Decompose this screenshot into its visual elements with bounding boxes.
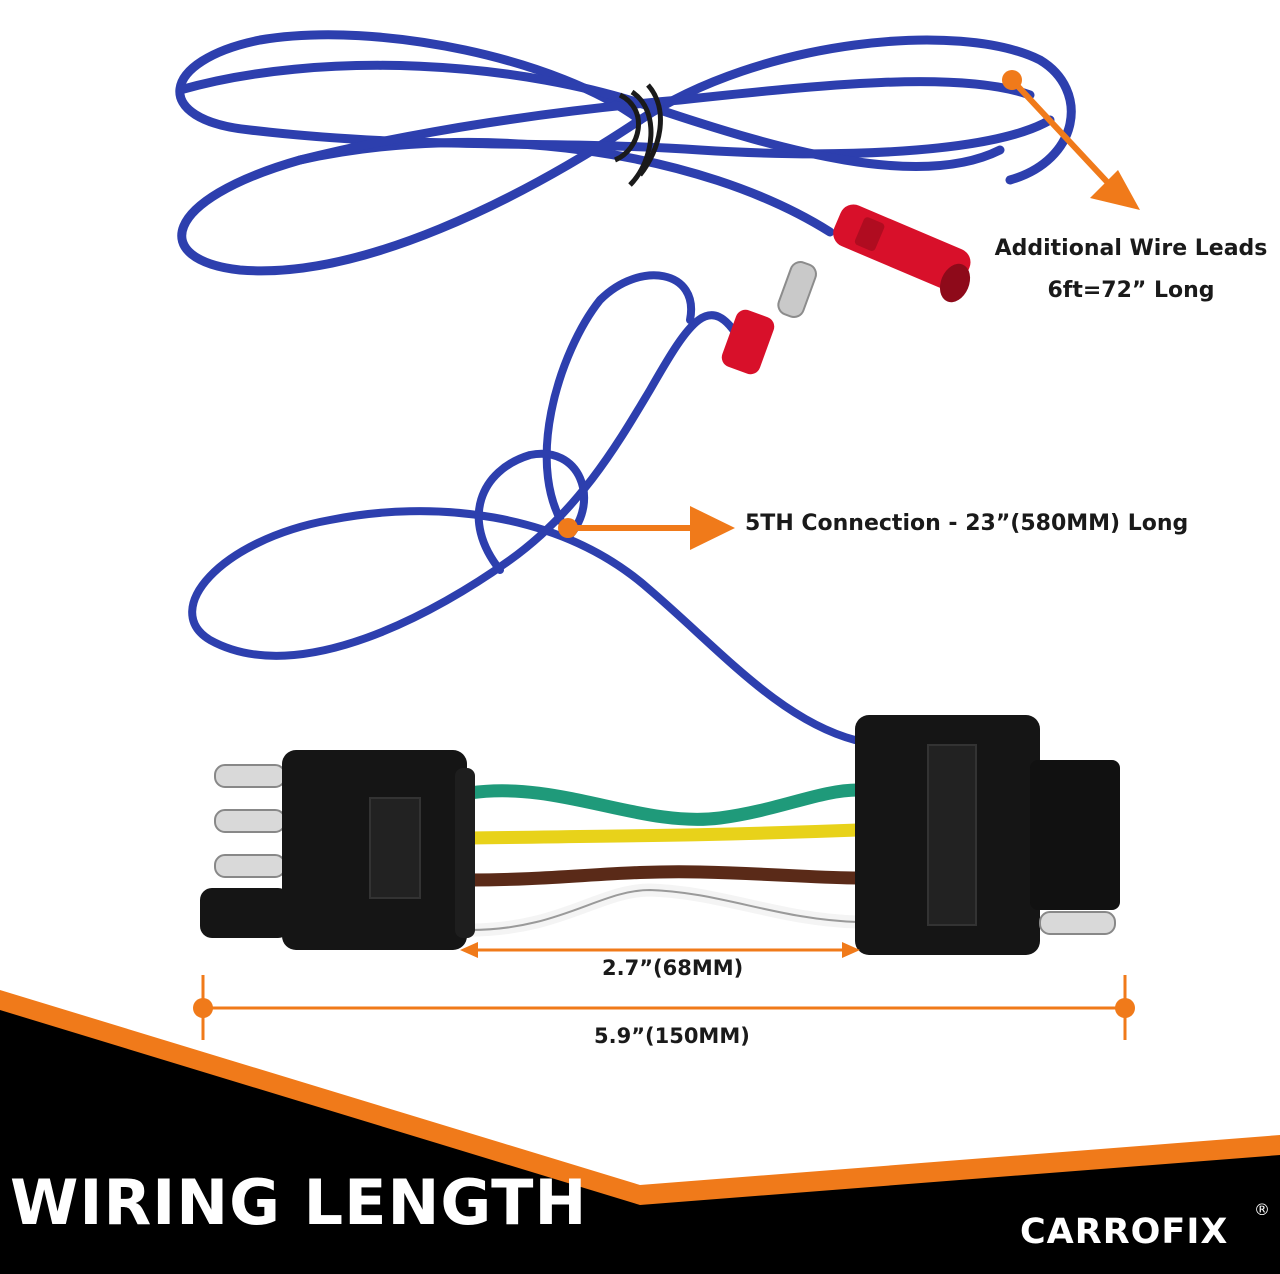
short-dimension-label: 2.7”(68MM) bbox=[602, 956, 744, 980]
female-connector bbox=[855, 715, 1120, 955]
banner-title: WIRING LENGTH bbox=[10, 1166, 588, 1239]
male-connector bbox=[200, 750, 475, 950]
bottom-banner bbox=[0, 990, 1280, 1274]
female-terminal bbox=[833, 204, 971, 303]
brand-logo: CARROFIX bbox=[1020, 1212, 1229, 1252]
short-dimension-line bbox=[460, 942, 860, 958]
fifth-connection-wire bbox=[188, 271, 859, 744]
wire-tie bbox=[613, 83, 663, 187]
additional-lead-length: 6ft=72” Long bbox=[1047, 278, 1215, 303]
registered-mark: ® bbox=[1254, 1200, 1270, 1219]
additional-lead-title: Additional Wire Leads bbox=[994, 236, 1268, 261]
additional-wire-lead bbox=[175, 30, 1076, 276]
fifth-connection-label: 5TH Connection - 23”(580MM) Long bbox=[745, 511, 1189, 536]
long-dimension-line bbox=[193, 975, 1135, 1040]
lead-arrow bbox=[1002, 70, 1140, 210]
four-wires bbox=[463, 783, 865, 937]
additional-lead-label: Additional Wire Leads 6ft=72” Long bbox=[985, 228, 1277, 312]
long-dimension-label: 5.9”(150MM) bbox=[594, 1024, 750, 1048]
male-terminal bbox=[721, 261, 817, 375]
fifth-arrow bbox=[558, 506, 735, 550]
